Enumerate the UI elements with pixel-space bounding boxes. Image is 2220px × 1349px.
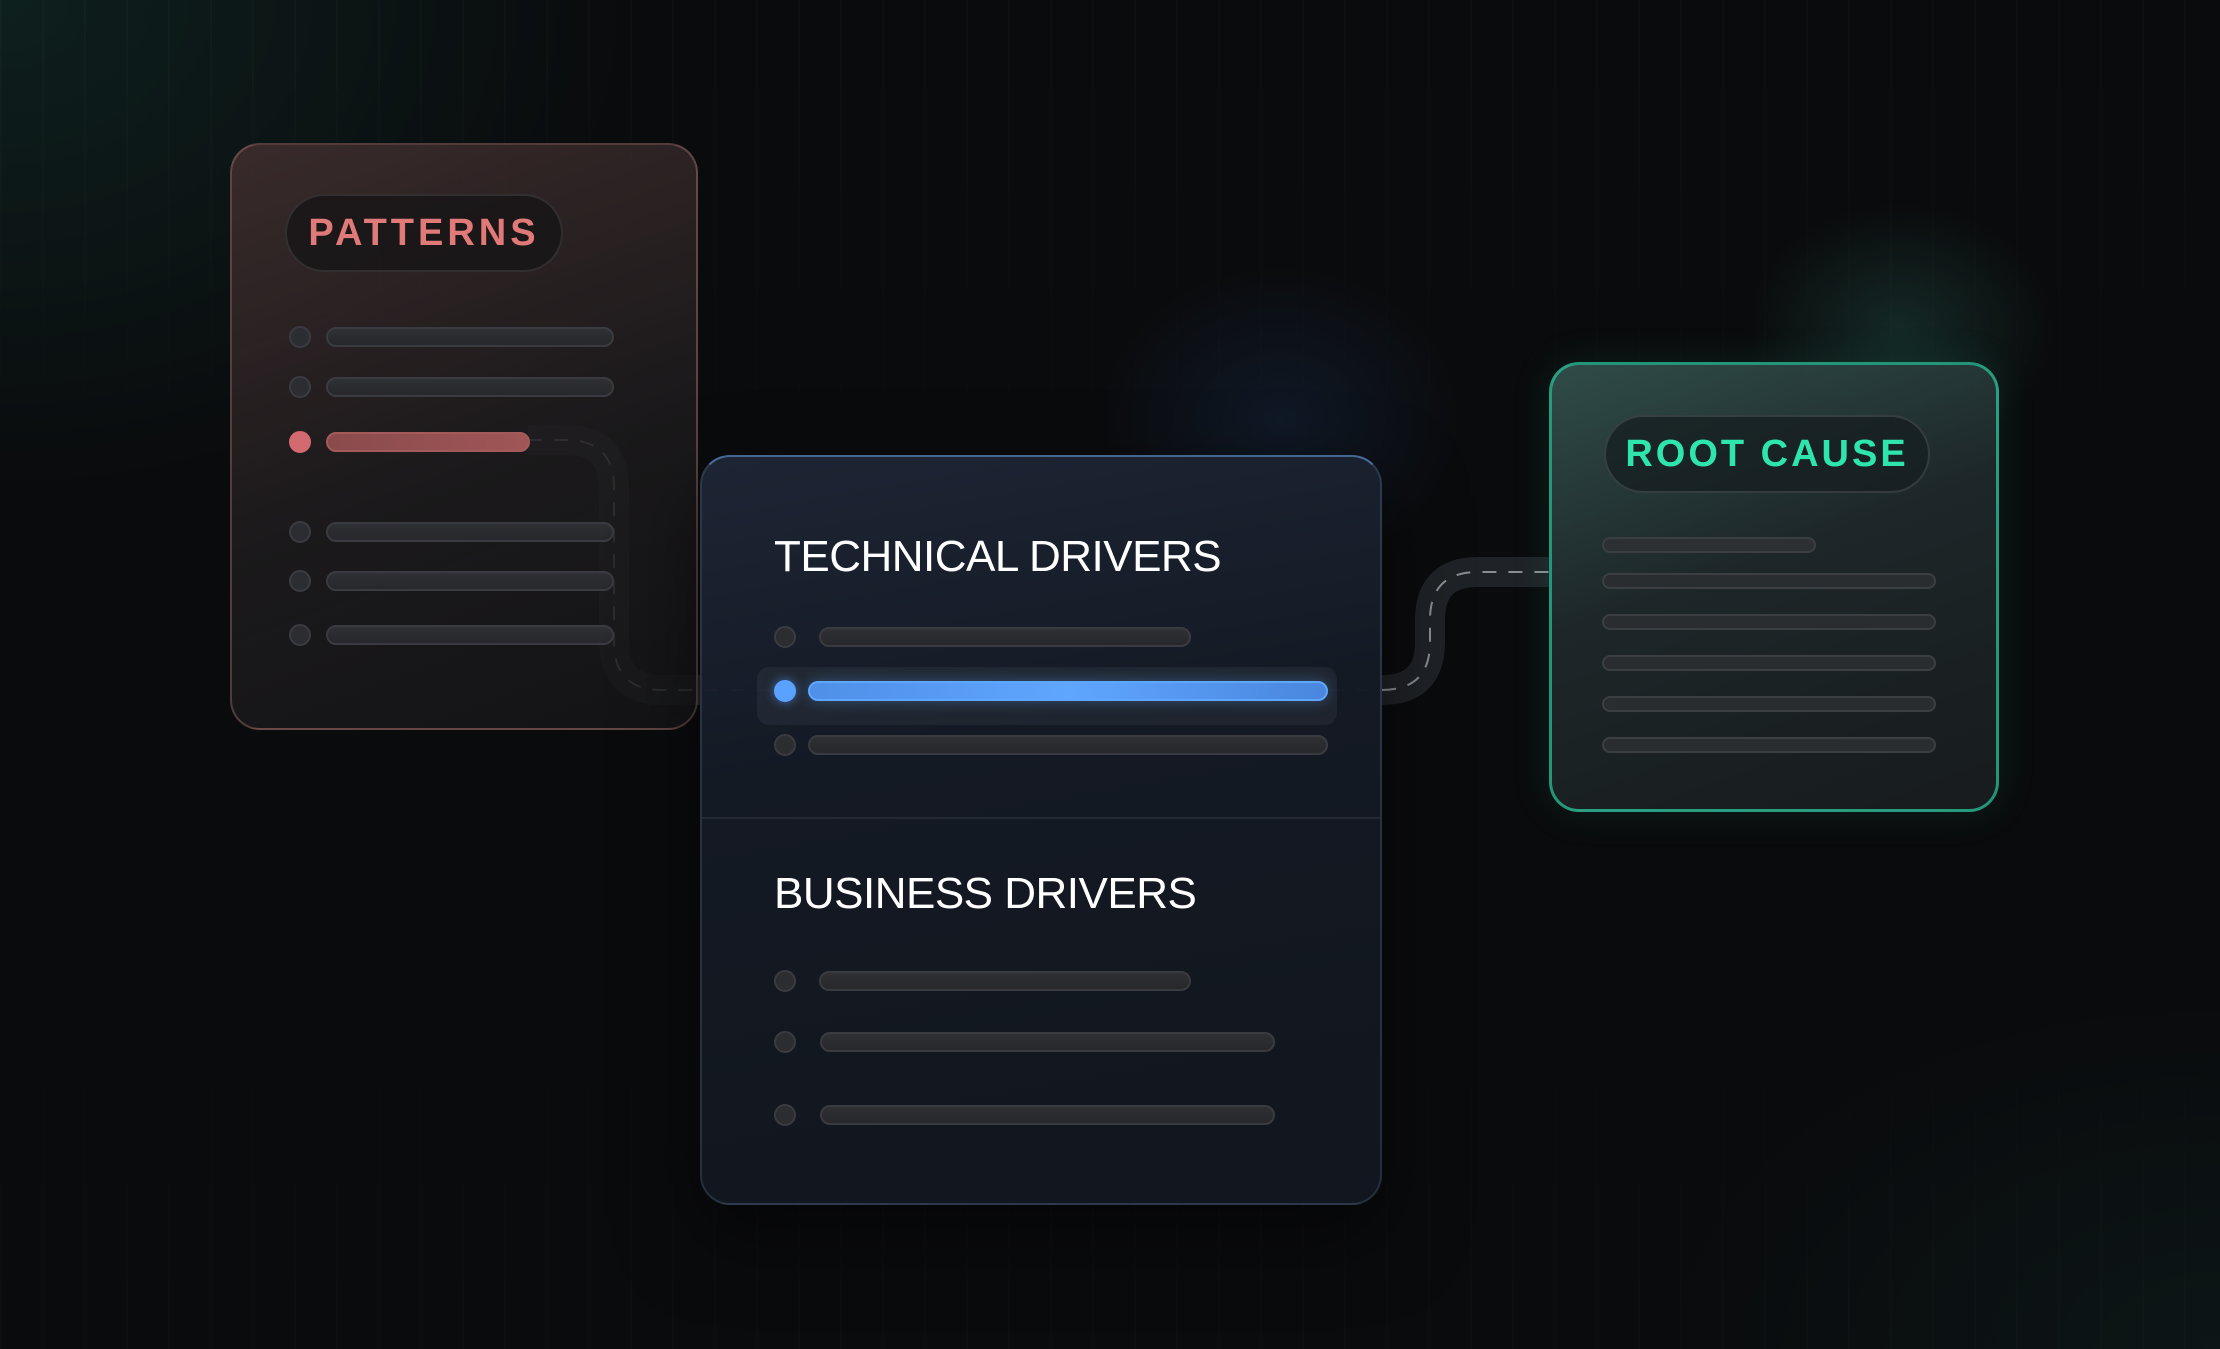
patterns-label: PATTERNS [285,194,563,272]
business-item-1-placeholder-bar [819,971,1191,991]
technical-item-3-bullet-icon [774,734,796,756]
root-cause-text-line [1602,614,1936,630]
patterns-card: PATTERNS [230,143,698,730]
drivers-card: TECHNICAL DRIVERS BUSINESS DRIVERS [700,455,1382,1205]
business-item-3-bullet-icon [774,1104,796,1126]
root-cause-text-line [1602,537,1816,553]
technical-item-2-placeholder-bar [808,681,1328,701]
root-cause-card: ROOT CAUSE [1549,362,1999,812]
patterns-item-4-placeholder-bar [326,522,614,542]
connector-technical-to-root [1330,557,1553,705]
section-divider [702,817,1380,819]
patterns-item-2-bullet-icon [289,376,311,398]
business-item-2-placeholder-bar [820,1032,1275,1052]
business-item-2-bullet-icon [774,1031,796,1053]
patterns-item-5-bullet-icon [289,570,311,592]
patterns-item-5-placeholder-bar [326,571,614,591]
patterns-item-1-placeholder-bar [326,327,614,347]
technical-item-2-bullet-icon [774,680,796,702]
root-cause-text-line [1602,737,1936,753]
business-item-3-placeholder-bar [820,1105,1275,1125]
patterns-item-6-placeholder-bar [326,625,614,645]
business-item-1-bullet-icon [774,970,796,992]
patterns-item-3-placeholder-bar [326,432,530,452]
technical-item-3-placeholder-bar [808,735,1328,755]
technical-item-1-placeholder-bar [819,627,1191,647]
patterns-item-6-bullet-icon [289,624,311,646]
root-cause-label: ROOT CAUSE [1604,415,1930,493]
patterns-item-2-placeholder-bar [326,377,614,397]
root-cause-text-line [1602,696,1936,712]
root-cause-text-line [1602,573,1936,589]
technical-drivers-title: TECHNICAL DRIVERS [774,532,1222,581]
patterns-item-4-bullet-icon [289,521,311,543]
business-drivers-title: BUSINESS DRIVERS [774,869,1197,918]
patterns-item-3-bullet-icon [289,431,311,453]
patterns-item-1-bullet-icon [289,326,311,348]
root-cause-text-line [1602,655,1936,671]
technical-item-1-bullet-icon [774,626,796,648]
